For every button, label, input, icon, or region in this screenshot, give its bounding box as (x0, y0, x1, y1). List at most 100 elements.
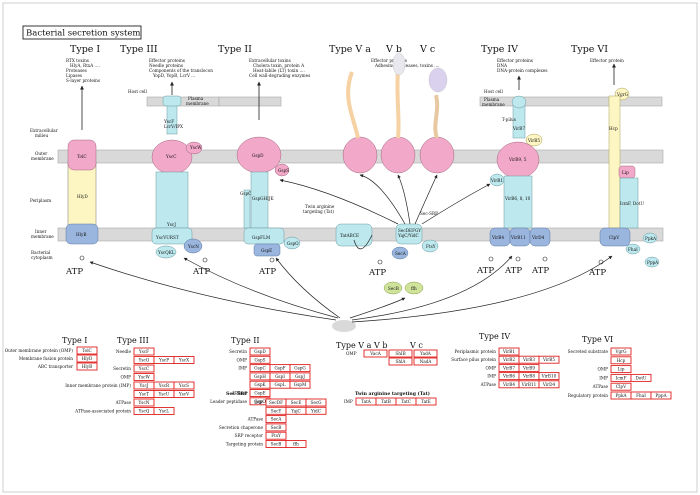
gene-box[interactable]: YidC (305, 406, 327, 415)
gene-box[interactable]: SecY (265, 406, 287, 415)
sub-t5-0: Effector proteins (371, 58, 407, 63)
gene-box[interactable]: HlyD (76, 354, 98, 363)
gene-box[interactable]: VirD4 (538, 380, 560, 389)
gene-box[interactable]: YscX (173, 356, 195, 364)
header-type2: Type II (218, 44, 252, 55)
t5c-tip (428, 67, 448, 93)
gene-box[interactable]: YscC (133, 364, 155, 373)
label-secdfyy-2: YajC/YidC (397, 233, 419, 238)
gene-box[interactable]: VirB7 (498, 363, 520, 372)
gene-box[interactable]: SecA (265, 415, 287, 424)
gene-box[interactable]: IcmF (610, 373, 632, 382)
gene-box[interactable]: ClpV (610, 382, 632, 391)
gene-name: VacA (369, 351, 381, 356)
gene-box[interactable]: GspG (289, 364, 311, 373)
gene-box[interactable]: VacA (363, 349, 388, 358)
gene-box[interactable]: VirB10 (538, 372, 560, 381)
gene-box[interactable]: Lip (610, 365, 632, 374)
gene-box[interactable]: VirB3 (518, 355, 540, 364)
gene-box[interactable]: YscQ (133, 407, 155, 415)
gene-box[interactable]: TolC (76, 346, 98, 355)
gene-box[interactable]: VirB6 (498, 372, 520, 381)
gene-box[interactable]: YscV (173, 390, 195, 398)
gene-box[interactable]: DotU (630, 373, 652, 382)
row-label: ABC transporter (37, 364, 73, 369)
atp-t4-3: ATP (531, 266, 549, 276)
gene-box[interactable]: TatC (395, 397, 417, 406)
host-membrane-t4 (479, 96, 663, 107)
gene-box[interactable]: SecDF (265, 398, 287, 407)
yscqkl-blob (155, 245, 177, 259)
gene-box[interactable]: YscR (153, 381, 175, 390)
gene-box[interactable]: VgrG (610, 347, 632, 356)
gene-box[interactable]: GspM (289, 380, 311, 389)
gene-box[interactable]: PppA (650, 391, 672, 400)
gene-box[interactable]: Hcp (610, 356, 632, 365)
gene-box[interactable]: YscT (133, 390, 155, 398)
gene-name: GspI (275, 374, 285, 379)
gene-box[interactable]: TatB (375, 397, 397, 406)
gspe-box (253, 243, 281, 257)
gene-name: SecY (271, 408, 282, 413)
label-pppa: PppA (647, 260, 659, 265)
gene-box[interactable]: GspK (249, 380, 271, 389)
gene-box[interactable]: YscN (133, 398, 155, 407)
gene-box[interactable]: SecG (305, 398, 327, 407)
gene-box[interactable]: ffh (285, 440, 307, 448)
gene-box[interactable]: GspD (249, 347, 271, 356)
gene-box[interactable]: GspI (269, 372, 291, 381)
gene-box[interactable]: TatA (355, 397, 377, 406)
gene-box[interactable]: YscJ (133, 381, 155, 390)
gene-box[interactable]: GspL (269, 380, 291, 389)
gene-box[interactable]: YscS (173, 381, 195, 390)
gene-box[interactable]: YscF (133, 347, 155, 356)
gspo-blob (283, 236, 301, 250)
gene-box[interactable]: ShlA (388, 357, 413, 366)
gene-box[interactable]: FtsY (265, 431, 287, 440)
gene-box[interactable]: SecB (265, 440, 287, 448)
gene-box[interactable]: GspJ (289, 372, 311, 381)
gene-box[interactable]: SecE (285, 398, 307, 407)
gene-box[interactable]: VirB5 (538, 355, 560, 364)
gene-box[interactable]: GspF (269, 364, 291, 373)
gene-box[interactable]: YscP (153, 356, 175, 364)
gene-box[interactable]: VirB1 (498, 347, 520, 356)
gene-box[interactable]: YajC (285, 406, 307, 415)
gene-name: GspJ (295, 374, 305, 379)
row-label: SRP receptor (235, 433, 263, 438)
gene-box[interactable]: VirB4 (498, 380, 520, 389)
type2-system: GspD GspS GspC GspGHIJK GspFLM GspE GspO (236, 136, 301, 257)
gene-box[interactable]: FhaI (630, 391, 652, 400)
gene-box[interactable]: VirB11 (518, 380, 540, 389)
gene-box[interactable]: YscU (153, 390, 175, 398)
gene-box[interactable]: GspE (249, 389, 271, 397)
gene-name: YscC (138, 366, 149, 371)
label-seca: SecA (395, 251, 407, 256)
gene-box[interactable]: YscW (133, 373, 155, 381)
gene-box[interactable]: ShIB (388, 349, 413, 358)
label-virb6: VirB6, 8, 10 (504, 196, 531, 201)
gene-box[interactable]: VirB2 (498, 355, 520, 364)
gene-box[interactable]: GspC (249, 364, 271, 373)
gene-box[interactable]: VirB9 (518, 363, 540, 372)
gene-name: SecG (310, 400, 322, 405)
hlyd-box (67, 161, 97, 229)
host-membrane-t2 (218, 96, 282, 107)
gene-box[interactable]: YadA (413, 349, 438, 358)
gene-box[interactable]: GspS (249, 355, 271, 364)
gene-box[interactable]: YscL (153, 407, 175, 415)
gene-box[interactable]: VirB8 (518, 372, 540, 381)
row-label: Secretin (113, 366, 131, 371)
secretion-arrows (80, 63, 616, 130)
gene-box[interactable]: YscO (133, 356, 155, 364)
label-lcrv: LcrV/IPX (164, 124, 183, 129)
gene-box[interactable]: NadA (413, 357, 438, 366)
gene-box[interactable]: GspH (249, 372, 271, 381)
gene-box-frame (650, 391, 672, 400)
gene-box[interactable]: HlyB (76, 362, 98, 371)
gene-box[interactable]: SecB (265, 423, 287, 432)
row-label: ATPase (480, 382, 497, 387)
gene-box[interactable]: TatE (415, 397, 437, 406)
gene-box[interactable]: PpkA (610, 391, 632, 400)
